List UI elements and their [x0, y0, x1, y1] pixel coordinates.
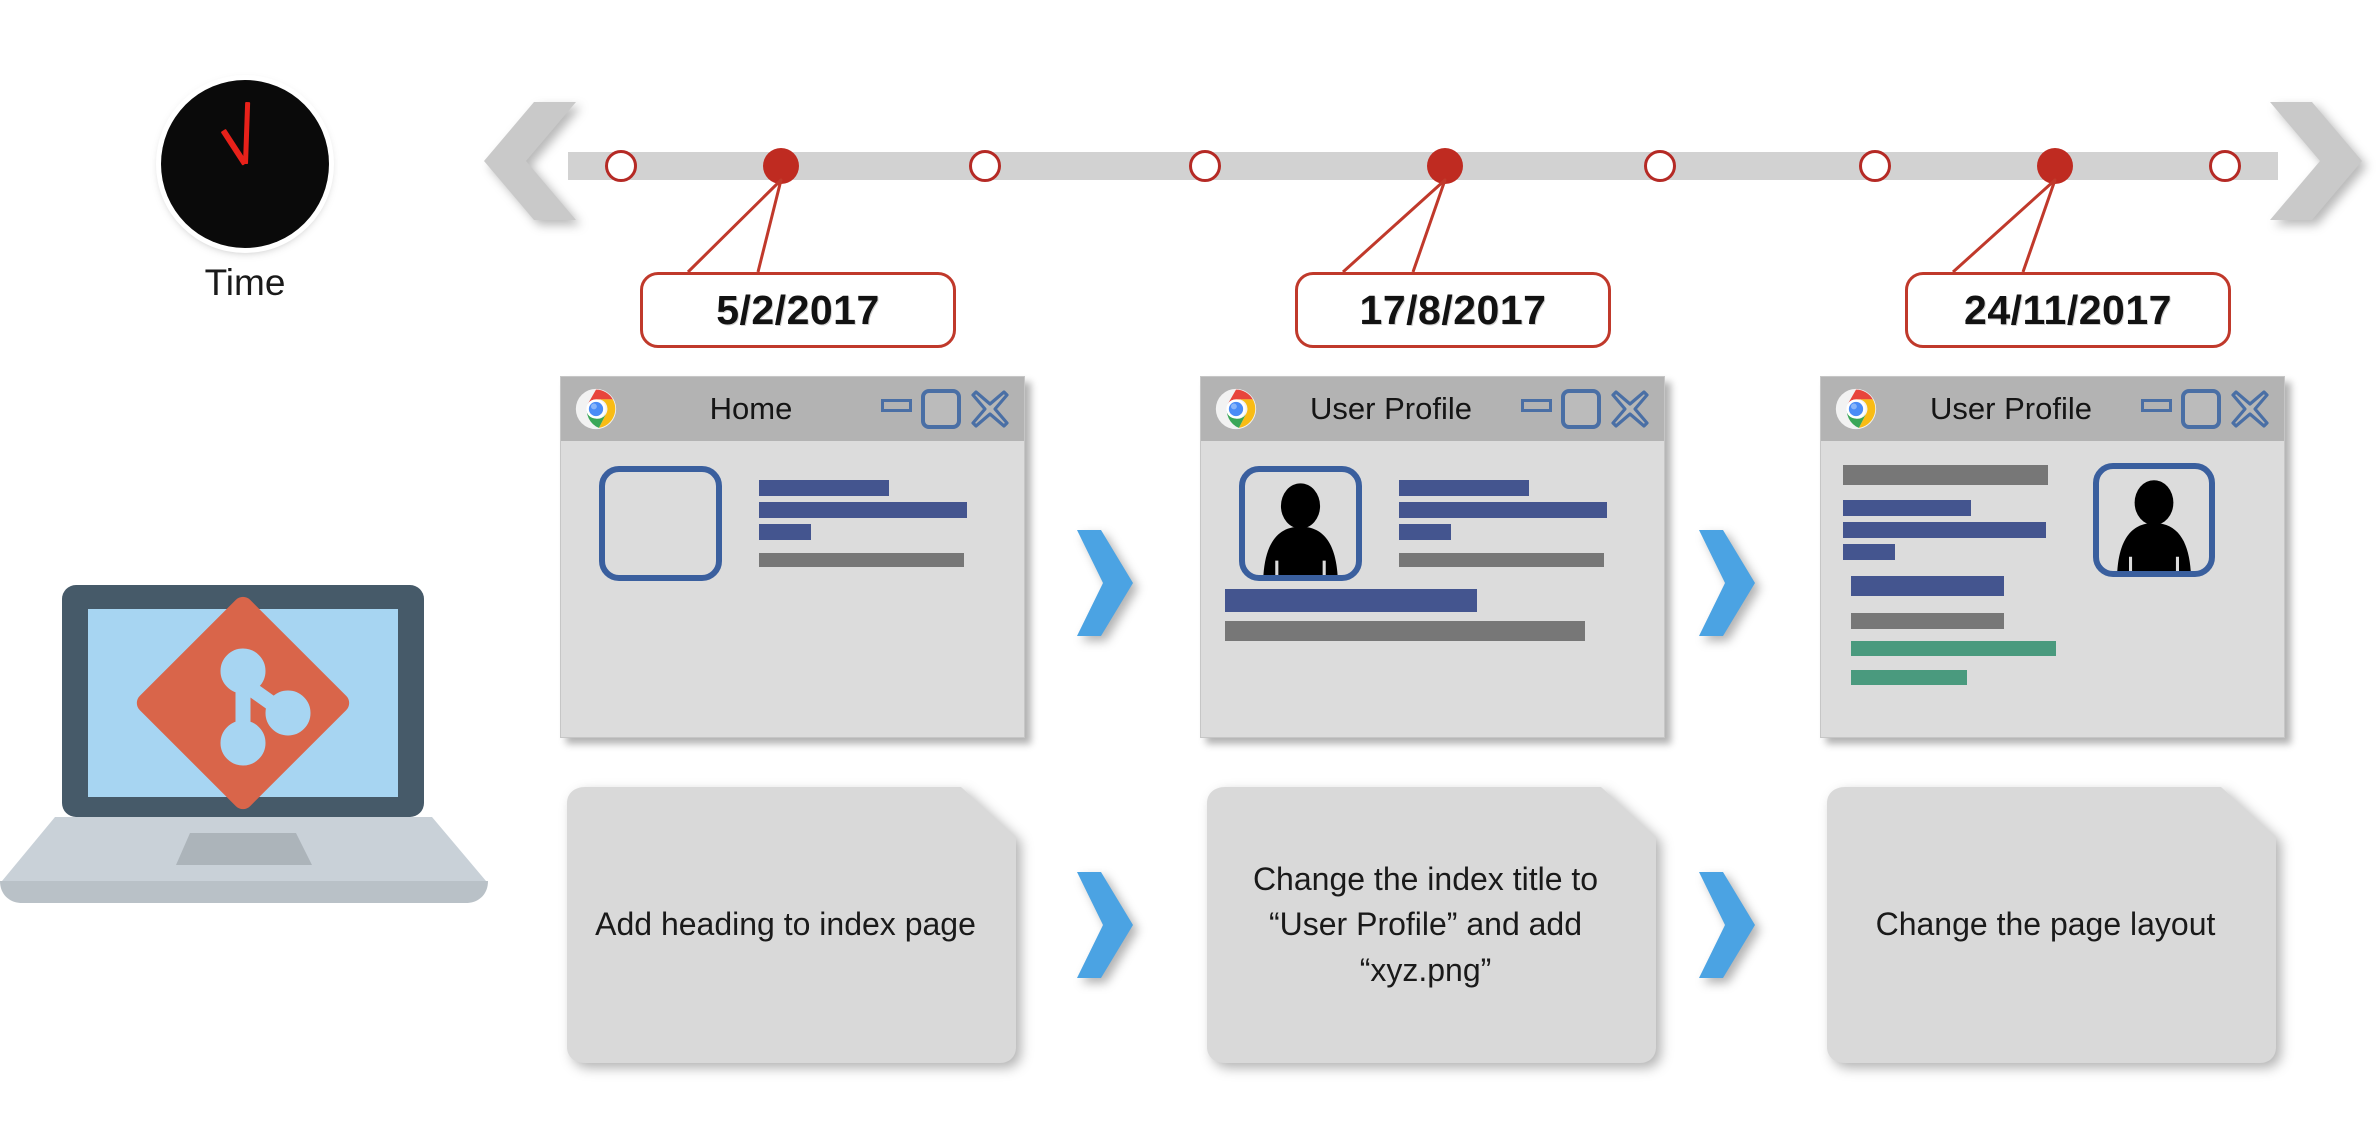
- close-icon[interactable]: [2230, 389, 2270, 429]
- timeline-bar: [568, 152, 2278, 180]
- callout-date-label: 5/2/2017: [640, 272, 956, 348]
- content-bar: [1851, 670, 1967, 685]
- arrow-left-icon: [484, 102, 576, 220]
- browser-titlebar[interactable]: User Profile: [1821, 377, 2284, 441]
- chrome-logo-icon: [575, 388, 617, 430]
- content-bar: [1851, 613, 2004, 629]
- browser-title: User Profile: [1930, 391, 2092, 426]
- content-bar: [1399, 502, 1607, 518]
- chevron-right-icon-note-1: [1077, 872, 1133, 978]
- browser-content: [561, 441, 1024, 737]
- browser-window-2[interactable]: User Profile: [1200, 376, 1665, 738]
- chrome-logo-icon: [1215, 388, 1257, 430]
- laptop-svg: [0, 585, 488, 903]
- maximize-icon[interactable]: [921, 389, 961, 429]
- content-bar: [1851, 576, 2004, 596]
- note-card-3[interactable]: Change the page layout: [1813, 785, 2278, 1065]
- timeline-marker-7[interactable]: [1859, 150, 1891, 182]
- note-card-shape: [567, 787, 1016, 1063]
- clock-minute-hand: [242, 101, 250, 165]
- close-icon[interactable]: [970, 389, 1010, 429]
- avatar: [2093, 463, 2215, 577]
- content-bar: [1399, 524, 1451, 540]
- content-bar: [1399, 480, 1529, 496]
- timeline-marker-6[interactable]: [1644, 150, 1676, 182]
- timeline-marker-1[interactable]: [605, 150, 637, 182]
- minimize-icon[interactable]: [1521, 399, 1552, 412]
- timeline-marker-3[interactable]: [969, 150, 1001, 182]
- content-bar: [759, 502, 967, 518]
- timeline-marker-5[interactable]: [1427, 148, 1463, 184]
- content-bar: [1843, 522, 2046, 538]
- avatar: [599, 466, 722, 581]
- minimize-icon[interactable]: [881, 399, 912, 412]
- minimize-icon[interactable]: [2141, 399, 2172, 412]
- window-controls: [1521, 389, 1652, 429]
- clock-icon: [161, 80, 329, 248]
- avatar: [1239, 466, 1362, 581]
- browser-content: [1201, 441, 1664, 737]
- arrow-right-icon: [2270, 102, 2362, 220]
- chrome-logo-icon: [1835, 388, 1877, 430]
- maximize-icon[interactable]: [2181, 389, 2221, 429]
- timeline-marker-4[interactable]: [1189, 150, 1221, 182]
- chevron-right-icon-note-2: [1699, 872, 1755, 978]
- window-controls: [2141, 389, 2272, 429]
- content-bar: [1843, 500, 1971, 516]
- timeline-marker-9[interactable]: [2209, 150, 2241, 182]
- time-label: Time: [204, 262, 286, 303]
- browser-title: User Profile: [1310, 391, 1472, 426]
- content-bar: [1399, 553, 1604, 567]
- browser-window-1[interactable]: Home: [560, 376, 1025, 738]
- window-controls: [881, 389, 1012, 429]
- chevron-right-icon-window-1: [1077, 530, 1133, 636]
- content-bar: [1225, 621, 1585, 641]
- browser-titlebar[interactable]: User Profile: [1201, 377, 1664, 441]
- content-bar: [1851, 641, 2056, 656]
- timeline: [480, 100, 2362, 220]
- avatar-person-icon: [2117, 480, 2191, 571]
- note-card-2[interactable]: Change the index title to “User Profile”…: [1193, 785, 1658, 1065]
- content-bar: [759, 480, 889, 496]
- avatar-person-icon: [1263, 483, 1338, 575]
- browser-titlebar[interactable]: Home: [561, 377, 1024, 441]
- content-bar: [759, 553, 964, 567]
- note-card-text: Change the index title to “User Profile”…: [1252, 860, 1599, 988]
- note-card-text: Add heading to index page: [595, 906, 976, 943]
- note-card-text: Change the page layout: [1875, 906, 2216, 943]
- chevron-right-icon-window-2: [1699, 530, 1755, 636]
- close-icon[interactable]: [1610, 389, 1650, 429]
- note-card-shape: [1207, 787, 1656, 1063]
- note-card-1[interactable]: Add heading to index page: [553, 785, 1018, 1065]
- timeline-marker-2[interactable]: [763, 148, 799, 184]
- note-card-shape: [1827, 787, 2276, 1063]
- content-bar: [1843, 465, 2048, 485]
- content-bar: [759, 524, 811, 540]
- browser-title: Home: [709, 391, 793, 426]
- callout-date-label: 17/8/2017: [1295, 272, 1611, 348]
- laptop-git-icon: [0, 565, 510, 905]
- time-indicator: Time: [155, 80, 335, 304]
- content-bar: [1225, 589, 1477, 612]
- maximize-icon[interactable]: [1561, 389, 1601, 429]
- browser-content: [1821, 441, 2284, 737]
- callout-date-label: 24/11/2017: [1905, 272, 2231, 348]
- browser-window-3[interactable]: User Profile: [1820, 376, 2285, 738]
- timeline-marker-8[interactable]: [2037, 148, 2073, 184]
- content-bar: [1843, 544, 1895, 560]
